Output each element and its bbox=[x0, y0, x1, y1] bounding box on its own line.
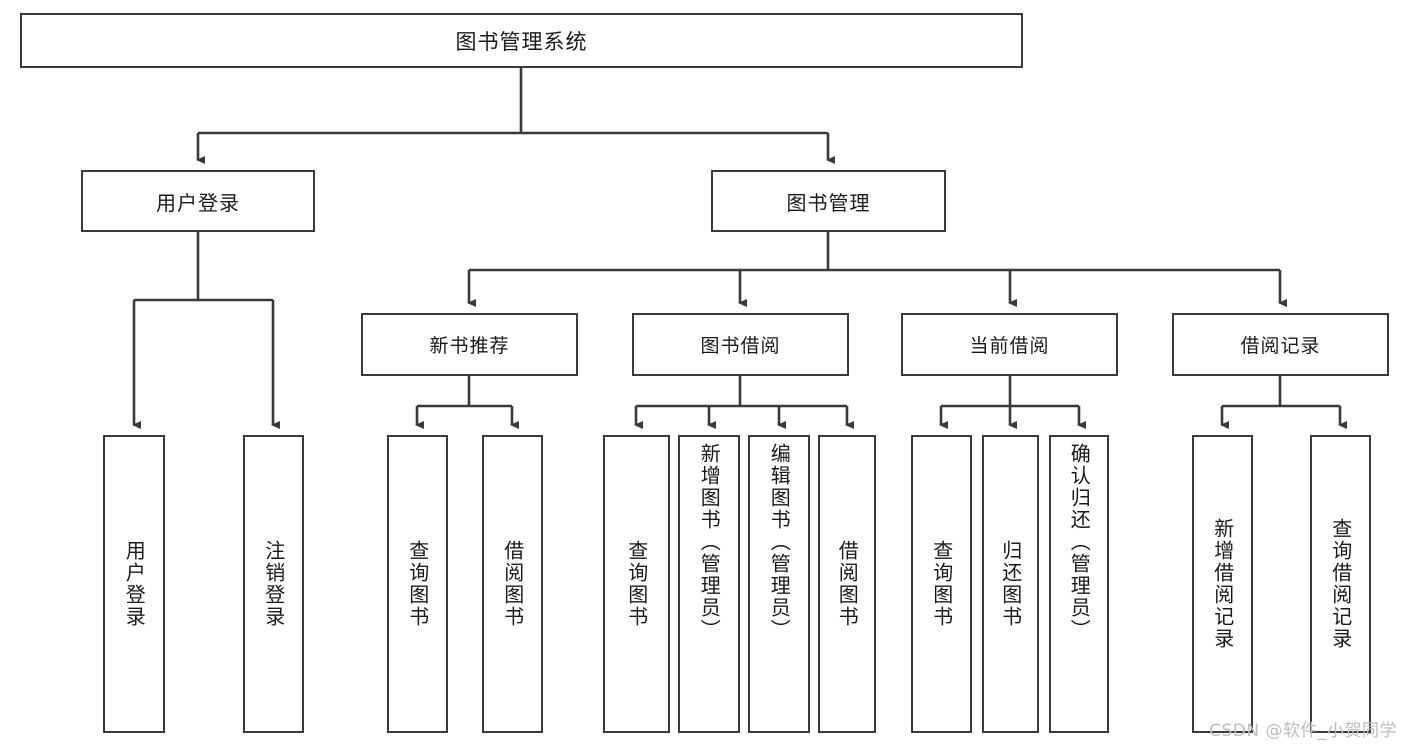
node-label: 借阅记录 bbox=[1240, 335, 1321, 357]
leaf-label: 确认归还（管理员） bbox=[1067, 443, 1092, 641]
leaf-edit-book-admin[interactable]: 编辑图书（管理员） bbox=[748, 435, 810, 733]
leaf-label: 查询图书 bbox=[405, 540, 430, 628]
node-root-system[interactable]: 图书管理系统 bbox=[20, 13, 1023, 68]
leaf-label: 新增借阅记录 bbox=[1210, 518, 1235, 650]
node-current-borrow[interactable]: 当前借阅 bbox=[901, 313, 1118, 376]
leaf-query-borrow-record[interactable]: 查询借阅记录 bbox=[1310, 435, 1371, 733]
node-label: 图书管理系统 bbox=[455, 29, 588, 54]
leaf-query-book-borrow[interactable]: 查询图书 bbox=[603, 435, 670, 733]
node-new-book-recommend[interactable]: 新书推荐 bbox=[361, 313, 578, 376]
leaf-confirm-return-admin[interactable]: 确认归还（管理员） bbox=[1049, 435, 1109, 733]
leaf-label: 查询图书 bbox=[624, 540, 649, 628]
leaf-add-borrow-record[interactable]: 新增借阅记录 bbox=[1192, 435, 1253, 733]
node-label: 新书推荐 bbox=[429, 335, 510, 357]
leaf-label: 归还图书 bbox=[998, 540, 1023, 628]
leaf-label: 新增图书（管理员） bbox=[697, 443, 722, 641]
leaf-label: 用户登录 bbox=[122, 540, 147, 628]
leaf-query-book-recommend[interactable]: 查询图书 bbox=[387, 435, 448, 733]
leaf-label: 注销登录 bbox=[261, 540, 286, 628]
leaf-query-book-current[interactable]: 查询图书 bbox=[911, 435, 972, 733]
leaf-user-login[interactable]: 用户登录 bbox=[103, 435, 165, 733]
node-label: 当前借阅 bbox=[969, 335, 1050, 357]
node-label: 用户登录 bbox=[156, 190, 240, 215]
node-user-login[interactable]: 用户登录 bbox=[81, 170, 315, 232]
leaf-label: 借阅图书 bbox=[500, 540, 525, 628]
leaf-add-book-admin[interactable]: 新增图书（管理员） bbox=[678, 435, 740, 733]
watermark-text: CSDN @软件_小贺同学 bbox=[1209, 721, 1397, 741]
node-book-management[interactable]: 图书管理 bbox=[711, 170, 946, 232]
leaf-label: 借阅图书 bbox=[835, 540, 860, 628]
leaf-label: 查询借阅记录 bbox=[1328, 518, 1353, 650]
leaf-label: 编辑图书（管理员） bbox=[767, 443, 792, 641]
leaf-return-book[interactable]: 归还图书 bbox=[982, 435, 1039, 733]
node-label: 图书管理 bbox=[786, 190, 871, 215]
node-label: 图书借阅 bbox=[700, 335, 781, 357]
leaf-label: 查询图书 bbox=[929, 540, 954, 628]
leaf-borrow-book[interactable]: 借阅图书 bbox=[818, 435, 876, 733]
leaf-logout[interactable]: 注销登录 bbox=[243, 435, 304, 733]
node-borrow-records[interactable]: 借阅记录 bbox=[1172, 313, 1389, 376]
node-book-borrow[interactable]: 图书借阅 bbox=[632, 313, 849, 376]
leaf-borrow-book-recommend[interactable]: 借阅图书 bbox=[482, 435, 543, 733]
